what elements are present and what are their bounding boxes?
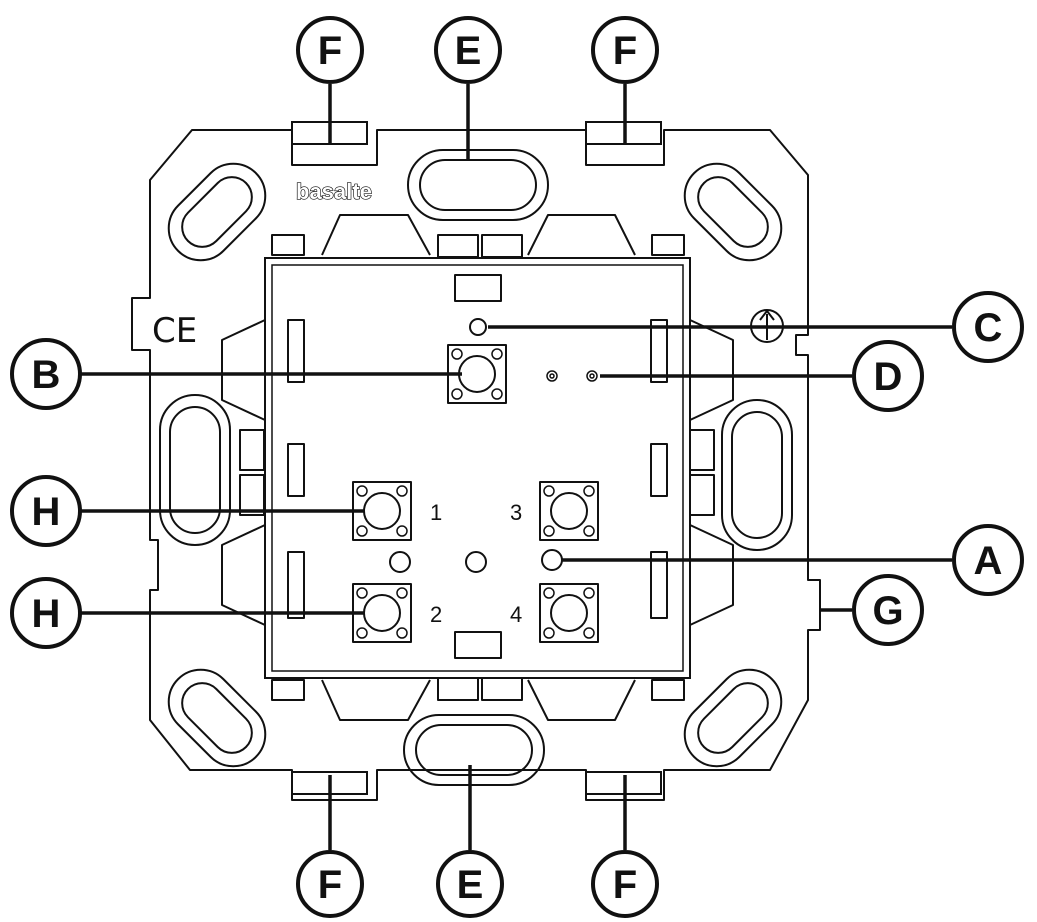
svg-text:G: G: [872, 589, 903, 633]
svg-text:H: H: [32, 490, 61, 534]
left-connector-blocks: [221, 319, 266, 626]
callout-f-top-left: F: [296, 16, 364, 84]
svg-text:F: F: [613, 863, 637, 907]
svg-text:E: E: [457, 863, 484, 907]
corner-slot-bottom-left: [167, 668, 267, 768]
leader-lines: [80, 84, 952, 850]
module-slot-top: [454, 274, 502, 302]
bottom-connector-blocks: [271, 677, 685, 721]
ce-mark: CE: [152, 311, 197, 351]
callout-b: B: [10, 338, 82, 410]
button-number-4: 4: [510, 602, 522, 627]
module-body: [264, 257, 691, 679]
svg-text:F: F: [613, 29, 637, 73]
brand-logo: basalte: [296, 179, 372, 204]
module-slot-right-2: [650, 443, 668, 497]
callout-a: A: [952, 524, 1024, 596]
keyhole-slot-left: [159, 394, 231, 546]
contact-pins-d: [546, 370, 598, 382]
svg-text:D: D: [874, 355, 903, 399]
callout-h-lower: H: [10, 577, 82, 649]
svg-text:E: E: [455, 29, 482, 73]
module-slot-bottom: [454, 631, 502, 659]
led-hole-center: [465, 551, 487, 573]
svg-text:F: F: [318, 29, 342, 73]
callout-f-top-right: F: [591, 16, 659, 84]
callout-c: C: [952, 291, 1024, 363]
svg-text:C: C: [974, 306, 1003, 350]
module-slot-left-2: [287, 443, 305, 497]
module-inner-edge: [271, 264, 684, 672]
corner-slot-top-right: [683, 162, 783, 262]
led-hole-c: [469, 318, 487, 336]
button-number-2: 2: [430, 602, 442, 627]
button-number-3: 3: [510, 500, 522, 525]
callout-e-top: E: [434, 16, 502, 84]
button-3[interactable]: [539, 481, 599, 541]
callout-h-upper: H: [10, 475, 82, 547]
corner-slot-bottom-right: [683, 668, 783, 768]
callout-f-bottom-right: F: [591, 850, 659, 918]
module-slot-right-3: [650, 551, 668, 619]
led-hole-left: [389, 551, 411, 573]
callout-e-bottom: E: [436, 850, 504, 918]
keyhole-slot-right: [721, 399, 793, 551]
button-4[interactable]: [539, 583, 599, 643]
corner-slot-top-left: [167, 162, 267, 262]
mounting-frame-outline: [131, 129, 821, 801]
svg-text:A: A: [974, 539, 1003, 583]
right-connector-blocks: [689, 319, 734, 626]
svg-text:B: B: [32, 353, 61, 397]
keyhole-slot-bottom: [403, 714, 545, 786]
callout-g: G: [852, 574, 924, 646]
module-slot-left-3: [287, 551, 305, 619]
top-connector-blocks: [271, 214, 685, 258]
callout-d: D: [852, 340, 924, 412]
keyhole-slot-top: [407, 149, 549, 221]
module-slot-right-1: [650, 319, 668, 383]
svg-text:H: H: [32, 592, 61, 636]
button-number-1: 1: [430, 500, 442, 525]
callout-f-bottom-left: F: [296, 850, 364, 918]
module-slot-left-1: [287, 319, 305, 383]
svg-text:F: F: [318, 863, 342, 907]
